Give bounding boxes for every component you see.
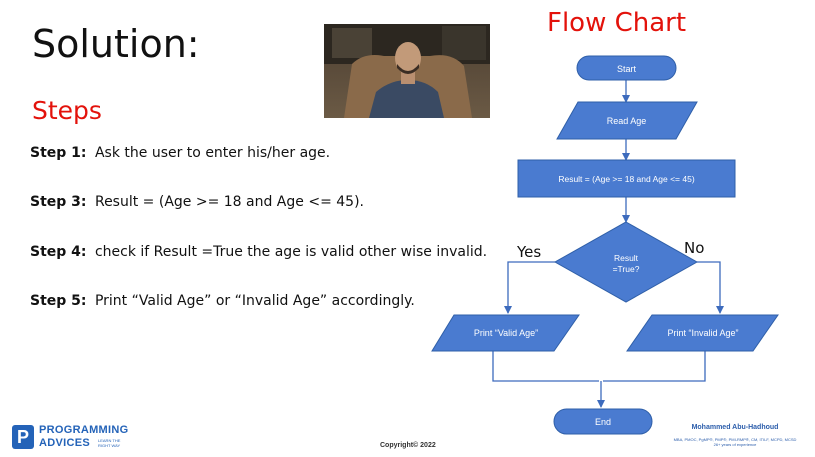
input-label: Read Age (607, 116, 647, 126)
author-experience: 26+ years of experience (713, 442, 757, 447)
logo-line2: ADVICES (39, 437, 90, 449)
step-5-label: Step 5: (30, 293, 87, 309)
yes-branch-label: Yes (516, 243, 541, 261)
end-terminal (553, 408, 653, 435)
step-5: Step 5: Print “Valid Age” or “Invalid Ag… (30, 293, 415, 309)
steps-heading: Steps (32, 96, 102, 125)
flow-chart-title: Flow Chart (547, 8, 687, 38)
author-name: Mohammed Abu-Hadhoud (691, 424, 779, 431)
step-3-label: Step 3: (30, 194, 87, 210)
input-parallelogram (556, 101, 698, 140)
logo-p-icon: P (12, 425, 34, 449)
arrow-no-branch (697, 261, 724, 314)
step-1-text: Ask the user to enter his/her age. (94, 145, 331, 161)
author-credentials: MBA, PMOC, PgMP®, PMP®, PMI-RMP®, CM, IT… (673, 437, 797, 442)
output-invalid-parallelogram (626, 314, 779, 352)
decision-label-line2: =True? (613, 264, 640, 274)
output-valid-parallelogram (431, 314, 580, 352)
presenter-webcam-video (324, 24, 490, 118)
connector-lines (492, 80, 724, 408)
end-label: End (595, 417, 611, 427)
start-terminal (576, 55, 677, 81)
no-branch-label: No (684, 239, 704, 257)
step-1: Step 1: Ask the user to enter his/her ag… (30, 145, 330, 161)
line-invalid-merge (603, 351, 706, 382)
step-5-text: Print “Valid Age” or “Invalid Age” accor… (94, 293, 415, 309)
step-4-label: Step 4: (30, 244, 87, 260)
output-invalid-label: Print “Invalid Age” (667, 328, 738, 338)
arrow-yes-branch (504, 261, 555, 314)
process-rectangle (517, 159, 736, 198)
output-valid-label: Print “Valid Age” (474, 328, 538, 338)
logo-line1: PROGRAMMING (39, 424, 129, 436)
step-4: Step 4: check if Result =True the age is… (30, 244, 487, 260)
logo-tagline: LEARN THE RIGHT WAY (98, 438, 121, 448)
line-valid-merge (492, 351, 599, 382)
webcam-presenter-icon (324, 24, 490, 118)
start-label: Start (617, 64, 637, 74)
decision-diamond (553, 221, 699, 303)
author-block: Mohammed Abu-Hadhoud MBA, PMOC, PgMP®, P… (660, 424, 810, 447)
decision-label-line1: Result (614, 253, 639, 263)
step-3: Step 3: Result = (Age >= 18 and Age <= 4… (30, 194, 364, 210)
copyright-text: Copyright© 2022 (380, 442, 436, 449)
step-4-text: check if Result =True the age is valid o… (94, 244, 488, 260)
programming-advices-logo: P PROGRAMMING ADVICES LEARN THE RIGHT WA… (12, 424, 137, 452)
process-label: Result = (Age >= 18 and Age <= 45) (558, 174, 695, 184)
step-3-text: Result = (Age >= 18 and Age <= 45). (94, 194, 364, 210)
slide-title: Solution: (32, 22, 200, 66)
step-1-label: Step 1: (30, 145, 87, 161)
